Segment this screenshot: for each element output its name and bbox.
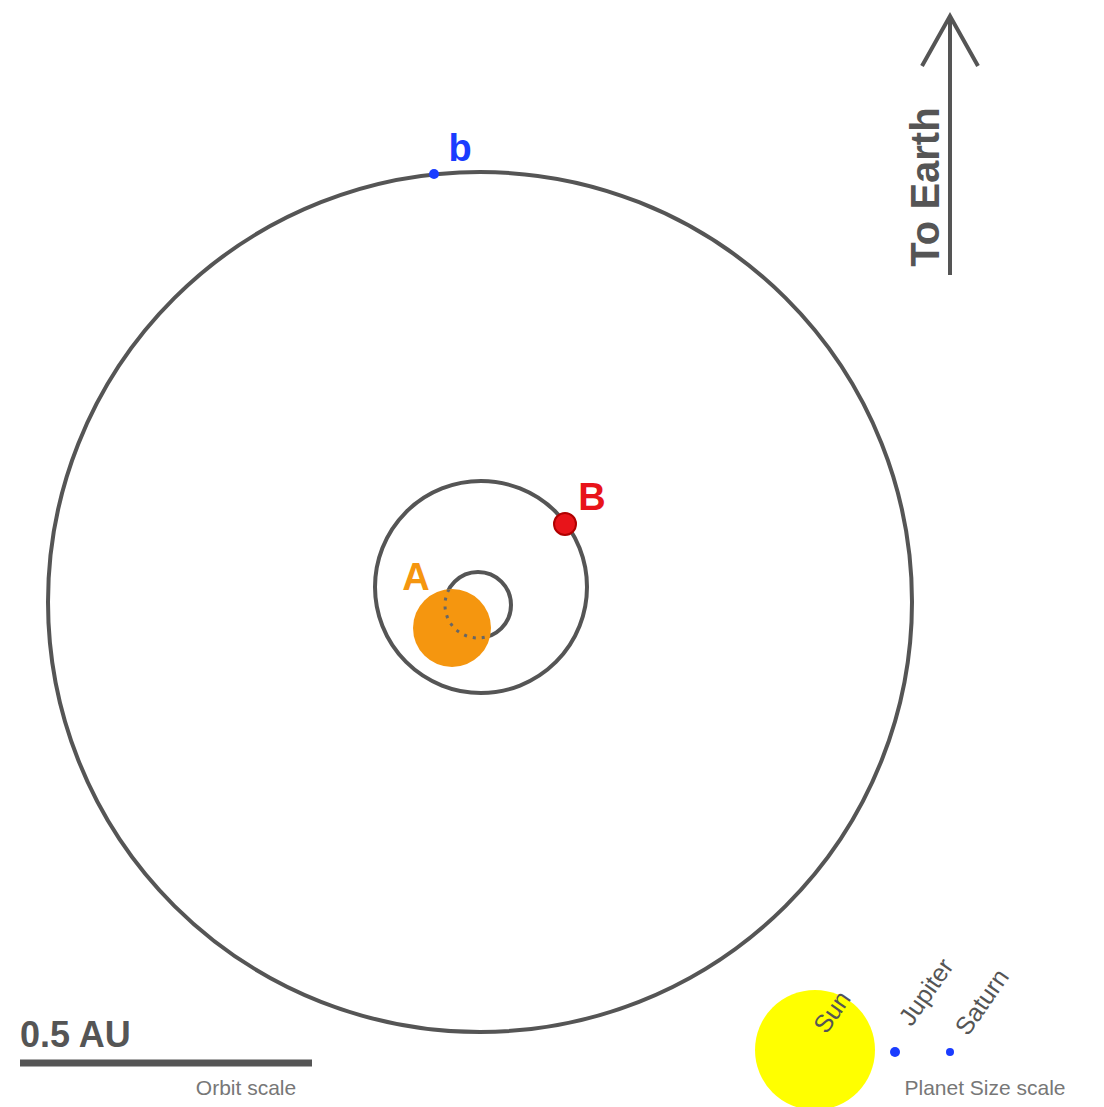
body-label: A bbox=[402, 558, 429, 596]
scale-bar bbox=[20, 1060, 312, 1067]
body-label: Saturn bbox=[951, 965, 1014, 1040]
node-shape bbox=[429, 169, 439, 179]
node-shape bbox=[553, 512, 577, 536]
hidden-orbit bbox=[445, 572, 511, 638]
direction-label: To Earth bbox=[905, 107, 945, 266]
node-shape bbox=[890, 1047, 900, 1057]
body-circle bbox=[413, 589, 491, 667]
body-label: b bbox=[448, 129, 471, 167]
arrow-head bbox=[922, 16, 978, 66]
node-shape bbox=[413, 589, 491, 667]
saturn-dot: Saturn bbox=[946, 1048, 954, 1056]
star-b: B bbox=[553, 512, 577, 536]
body-circle bbox=[755, 990, 875, 1107]
body-label: B bbox=[578, 478, 605, 516]
sun-circle: Sun bbox=[755, 990, 875, 1107]
scale-value: 0.5 AU bbox=[20, 1017, 131, 1053]
node-shape bbox=[755, 990, 875, 1107]
node-shape bbox=[946, 1048, 954, 1056]
outer-orbit bbox=[48, 172, 912, 1032]
body-circle bbox=[429, 169, 439, 179]
planet-b: b bbox=[429, 169, 439, 179]
jupiter-dot: Jupiter bbox=[890, 1047, 900, 1057]
scale-caption: Orbit scale bbox=[196, 1077, 296, 1098]
body-circle bbox=[890, 1047, 900, 1057]
earth-arrow bbox=[948, 18, 952, 275]
body-circle bbox=[554, 513, 576, 535]
body-circle bbox=[946, 1048, 954, 1056]
body-label: Jupiter bbox=[894, 954, 958, 1030]
scale-caption: Planet Size scale bbox=[904, 1077, 1065, 1098]
binary-orbit bbox=[375, 481, 587, 693]
star-a: A bbox=[413, 589, 491, 667]
